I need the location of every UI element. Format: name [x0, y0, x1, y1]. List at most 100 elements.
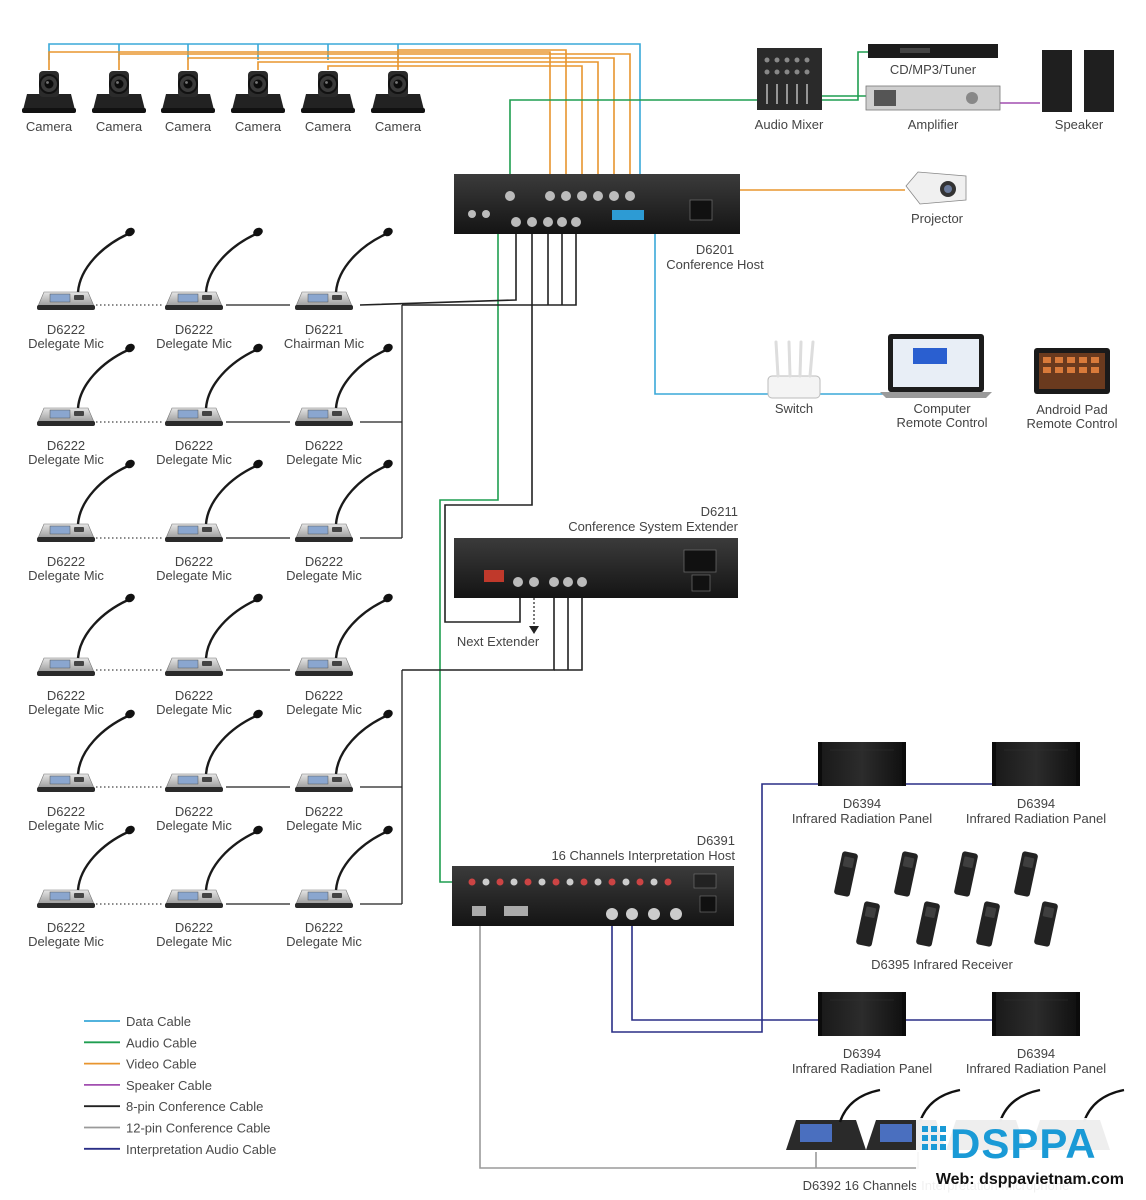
mic-name: Delegate Mic: [156, 452, 232, 467]
camera-icon: [91, 70, 147, 114]
microphone-icon: [35, 456, 138, 544]
mic-name: Delegate Mic: [28, 702, 104, 717]
conference-host-model: D6201: [696, 242, 734, 257]
ir-receivers: D6395 Infrared Receiver: [833, 850, 1059, 972]
video-cable: [397, 49, 567, 190]
amplifier: Amplifier: [865, 85, 1001, 132]
conference-cable-extender: [444, 232, 533, 623]
ir-panel-model: D6394: [843, 796, 881, 811]
ir-receiver-icon: [1033, 900, 1059, 948]
camera-icon: [160, 70, 216, 114]
cd-tuner-icon: [868, 44, 998, 58]
ir-panel-name: Infrared Radiation Panel: [966, 811, 1106, 826]
mic-model: D6222: [47, 438, 85, 453]
camera-icon: [230, 70, 286, 114]
conference-cable: [554, 592, 583, 671]
ir-receiver-icon: [855, 900, 881, 948]
brand-logo: DSPPA Web: dsppavietnam.com: [916, 1118, 1126, 1194]
ir-receiver-label: D6395 Infrared Receiver: [871, 957, 1013, 972]
mic-model: D6222: [305, 804, 343, 819]
ir-panel-icon: [817, 991, 907, 1037]
projector: Projector: [905, 171, 967, 226]
interp-audio-cable: [631, 924, 820, 1021]
audio-cable-mixer: [509, 99, 757, 190]
ir-receiver-icon: [833, 850, 859, 898]
interpretation-mic-icon: [786, 1088, 881, 1150]
projector-label: Projector: [911, 211, 964, 226]
computer: Computer Remote Control: [880, 334, 992, 430]
legend-item: Audio Cable: [84, 1035, 197, 1050]
mic-name: Delegate Mic: [286, 452, 362, 467]
mic-name: Delegate Mic: [28, 818, 104, 833]
mic-name: Delegate Mic: [286, 934, 362, 949]
microphone-icon: [35, 706, 138, 794]
ir-panel-model: D6394: [1017, 1046, 1055, 1061]
conference-host-name: Conference Host: [666, 257, 764, 272]
ir-panel-model: D6394: [1017, 796, 1055, 811]
conference-cable: [402, 232, 577, 306]
ir-panel-name: Infrared Radiation Panel: [792, 811, 932, 826]
logo-dots-icon: [922, 1126, 946, 1150]
extender-name: Conference System Extender: [568, 519, 738, 534]
mic-name: Delegate Mic: [286, 702, 362, 717]
microphone-icon: [163, 340, 266, 428]
mic-model: D6222: [305, 554, 343, 569]
microphone-icon: [163, 590, 266, 678]
ir-panels: D6394 Infrared Radiation Panel D6394 Inf…: [792, 741, 1106, 1076]
interp-host-icon: [452, 866, 734, 926]
video-cable: [257, 61, 599, 190]
legend-item: 8-pin Conference Cable: [84, 1099, 263, 1114]
interpretation-host: D6391 16 Channels Interpretation Host: [452, 833, 735, 926]
network-switch: Switch: [767, 340, 821, 416]
mic-model: D6222: [305, 920, 343, 935]
microphone-icon: [163, 224, 266, 312]
mic-model: D6222: [175, 688, 213, 703]
mic-name: Delegate Mic: [28, 452, 104, 467]
mic-model: D6222: [175, 920, 213, 935]
legend-item: 12-pin Conference Cable: [84, 1121, 271, 1136]
extender-model: D6211: [701, 504, 738, 519]
mic-name: Delegate Mic: [28, 934, 104, 949]
microphone-icon: [163, 456, 266, 544]
data-cable-switch: [654, 228, 768, 395]
legend-label: 12-pin Conference Cable: [126, 1121, 271, 1136]
mic-name: Delegate Mic: [156, 702, 232, 717]
conference-extender: D6211 Conference System Extender Next Ex…: [454, 504, 739, 649]
camera-label: Camera: [235, 119, 282, 134]
video-cable: [48, 51, 551, 190]
legend-label: 8-pin Conference Cable: [126, 1099, 263, 1114]
brand-website: Web: dsppavietnam.com: [936, 1171, 1124, 1188]
ir-receiver-icon: [915, 900, 941, 948]
android-pad-label: Android Pad: [1036, 402, 1108, 417]
android-pad: Android Pad Remote Control: [1026, 348, 1118, 431]
interp-audio-cable: [611, 783, 822, 1033]
video-cable: [187, 57, 615, 190]
mic-name: Delegate Mic: [28, 568, 104, 583]
legend-label: Interpretation Audio Cable: [126, 1142, 276, 1157]
interp-host-name: 16 Channels Interpretation Host: [551, 848, 735, 863]
speaker-label: Speaker: [1055, 117, 1104, 132]
legend-item: Data Cable: [84, 1014, 191, 1029]
mic-model: D6222: [175, 438, 213, 453]
camera-label: Camera: [165, 119, 212, 134]
ir-receiver-icon: [1013, 850, 1039, 898]
microphone-icon: [293, 706, 396, 794]
mic-model: D6222: [305, 688, 343, 703]
camera-label: Camera: [96, 119, 143, 134]
cd-tuner-label: CD/MP3/Tuner: [890, 62, 977, 77]
camera-icon: [300, 70, 356, 114]
video-cable: [327, 65, 583, 190]
ir-panel-icon: [991, 991, 1081, 1037]
legend-item: Interpretation Audio Cable: [84, 1142, 276, 1157]
microphone-icon: [35, 340, 138, 428]
